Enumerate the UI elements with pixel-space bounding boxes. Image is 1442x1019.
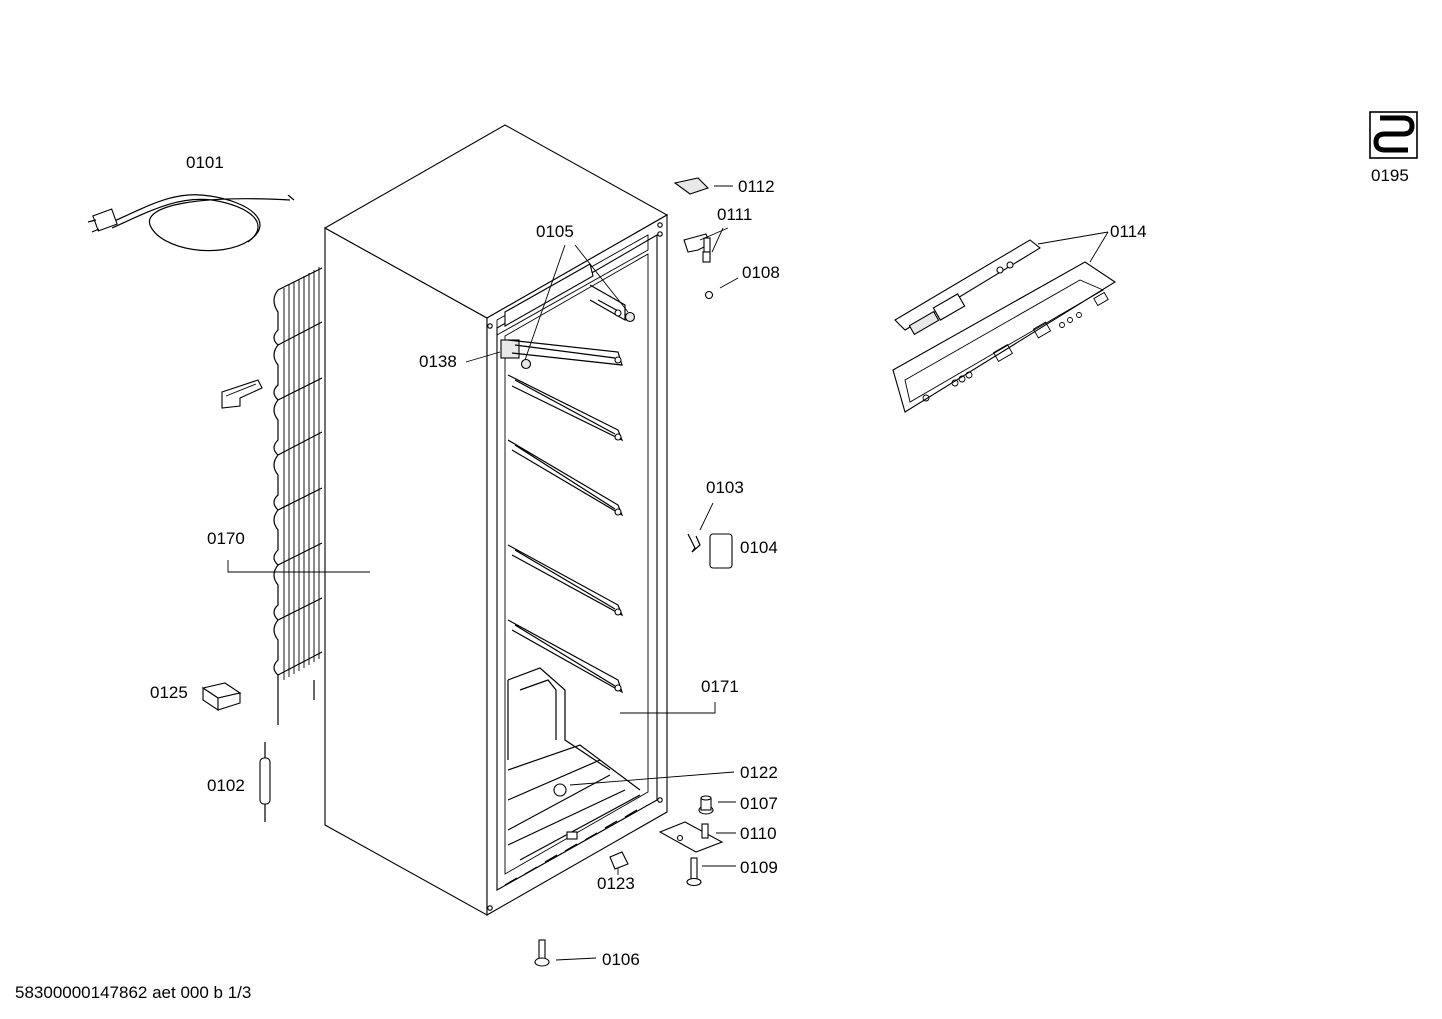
evaporator-shelves-part — [507, 284, 626, 694]
condenser-bracket-part — [221, 379, 263, 409]
plug-part — [520, 311, 636, 370]
cover-block-part — [709, 533, 733, 569]
cover-cap-part — [673, 177, 710, 195]
bush-part — [698, 795, 714, 815]
inner-liner-bottom-part — [507, 667, 641, 861]
label-0105: 0105 — [536, 222, 574, 241]
heating-coil-icon — [1369, 111, 1418, 159]
condenser-part — [273, 267, 323, 725]
label-0103: 0103 — [706, 478, 744, 497]
label-0122: 0122 — [740, 763, 778, 782]
label-0195: 0195 — [1371, 166, 1409, 185]
label-0114: 0114 — [1110, 222, 1147, 241]
leader-lines — [227, 185, 1109, 961]
label-0110: 0110 — [740, 824, 777, 843]
adjusting-foot-screw-part — [686, 857, 702, 887]
clip-part — [609, 851, 629, 870]
label-0112: 0112 — [738, 177, 775, 196]
label-0106: 0106 — [602, 950, 640, 969]
label-0102: 0102 — [207, 776, 245, 795]
label-0104: 0104 — [740, 538, 778, 557]
label-0101: 0101 — [186, 153, 224, 172]
cabinet-housing-part — [323, 124, 669, 916]
hinge-bracket-part — [683, 233, 711, 263]
label-0123: 0123 — [597, 874, 635, 893]
dryer-filter-part — [259, 742, 271, 822]
label-0111: 0111 — [717, 205, 752, 224]
foot-screw-part — [534, 939, 550, 967]
power-cord-part — [87, 194, 295, 252]
label-0125: 0125 — [150, 683, 188, 702]
nut-part — [704, 290, 714, 300]
label-0138: 0138 — [419, 352, 457, 371]
label-0170: 0170 — [207, 529, 245, 548]
document-id: 58300000147862 aet 000 b 1/3 — [15, 983, 251, 1002]
hinge-plate-part — [658, 821, 724, 853]
label-0109: 0109 — [740, 858, 778, 877]
label-0171: 0171 — [701, 677, 739, 696]
label-0108: 0108 — [742, 263, 780, 282]
spring-clip-part — [687, 533, 701, 553]
label-0107: 0107 — [740, 794, 778, 813]
relay-part — [201, 682, 242, 712]
control-panel-part — [892, 239, 1117, 413]
